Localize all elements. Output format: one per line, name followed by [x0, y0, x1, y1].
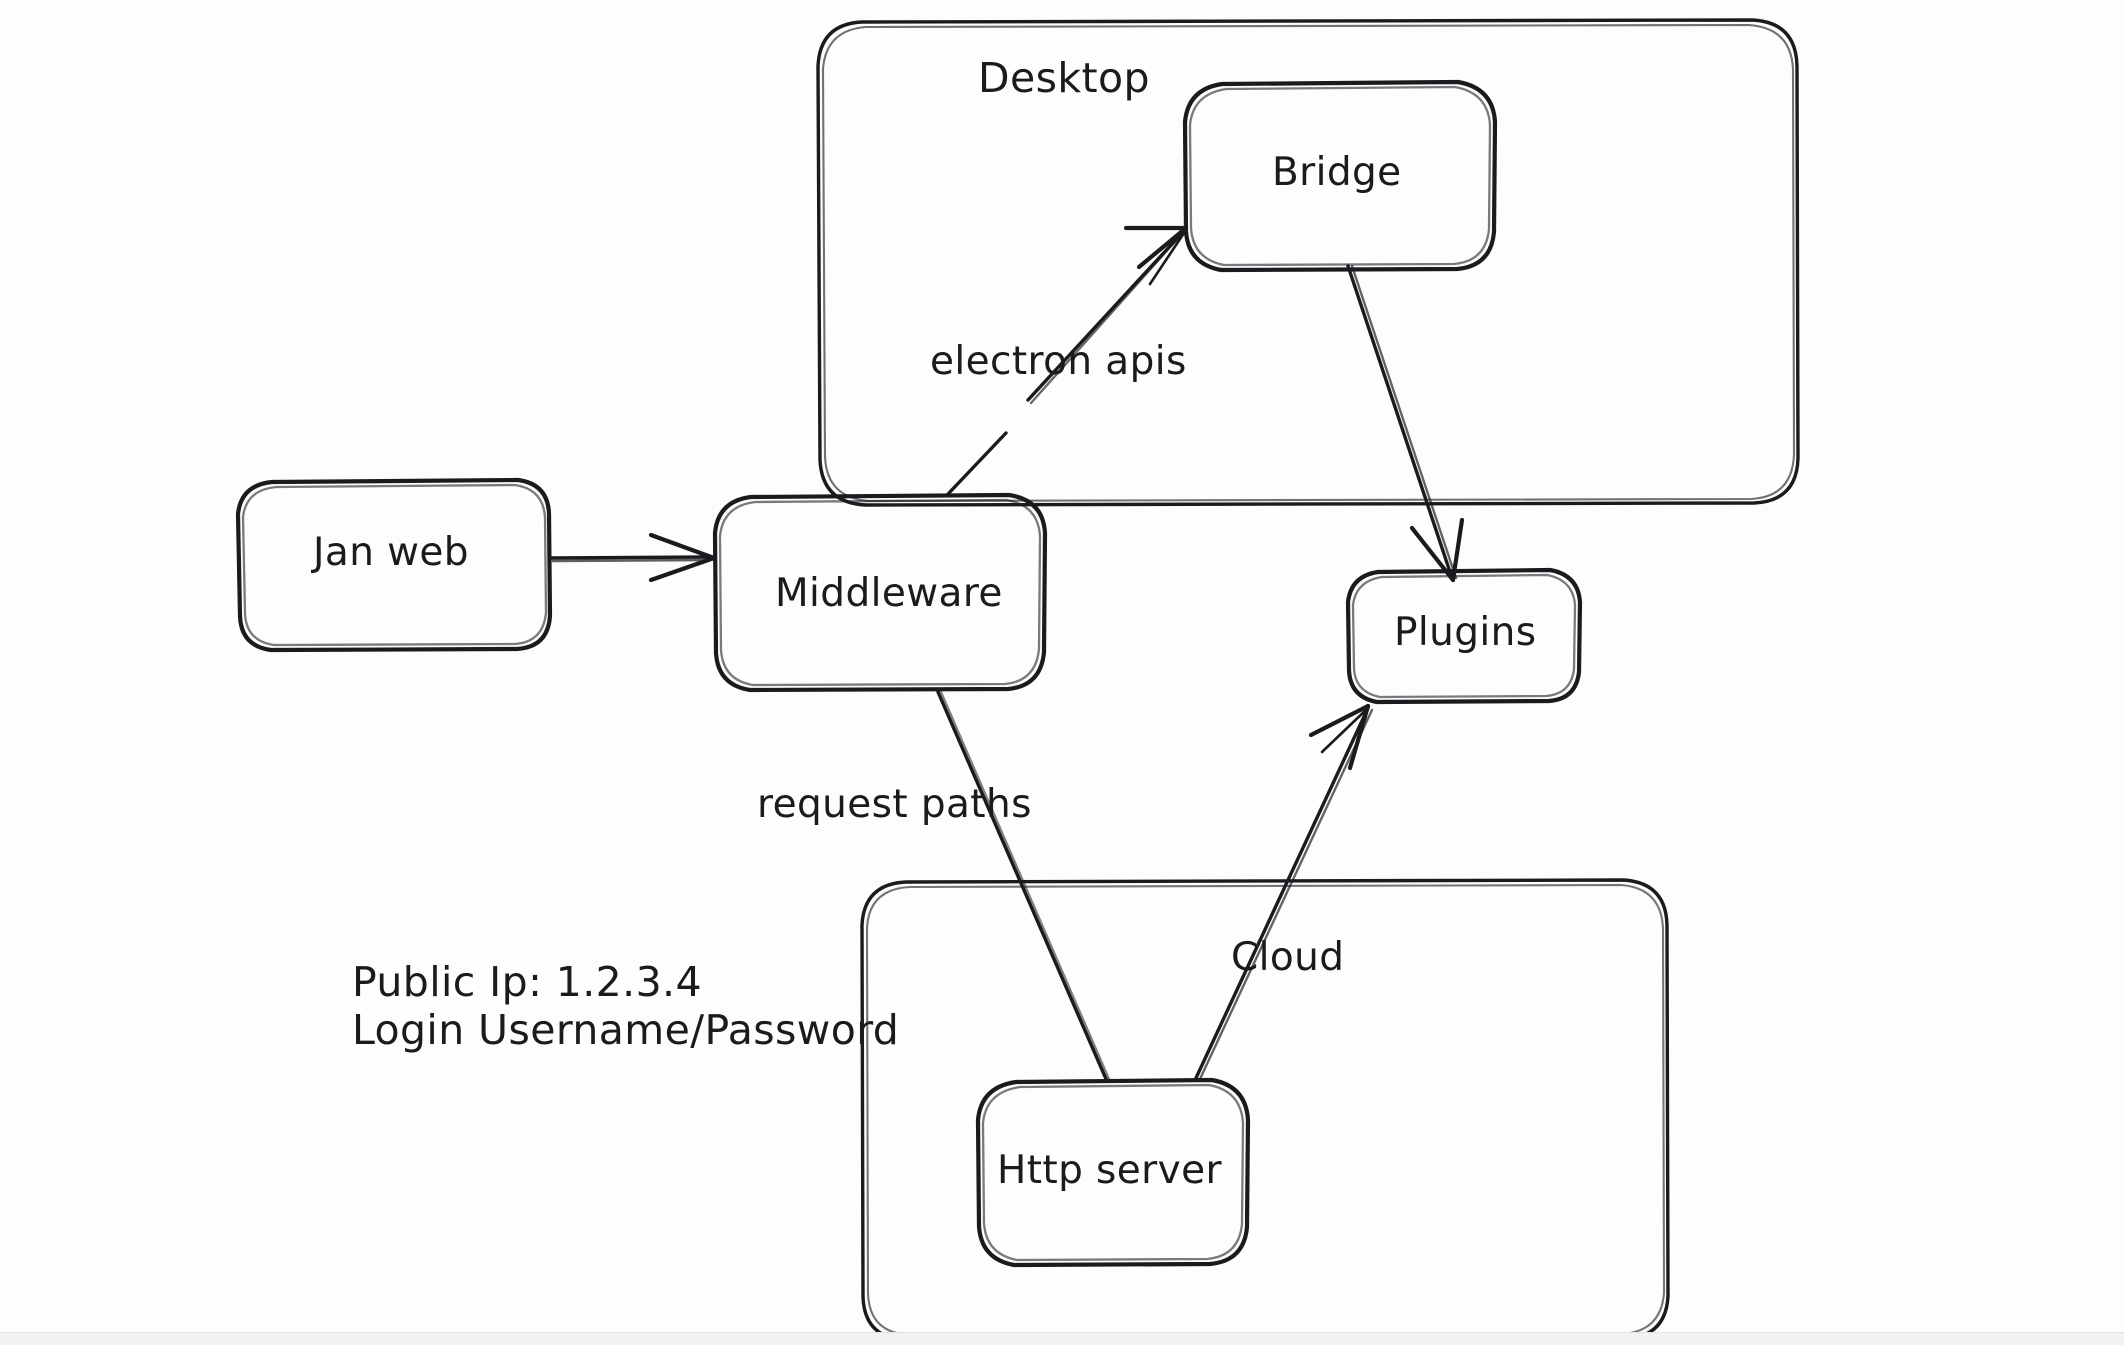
- edge-bridge-to-plugins[interactable]: [1346, 264, 1465, 583]
- node-label-bridge: Bridge: [1272, 150, 1402, 195]
- note-connection-info: Public Ip: 1.2.3.4 Login Username/Passwo…: [352, 958, 899, 1055]
- note-line-public-ip: Public Ip: 1.2.3.4: [352, 958, 702, 1006]
- node-label-middleware: Middleware: [775, 571, 1003, 616]
- container-desktop-shape[interactable]: [816, 18, 1800, 507]
- node-bridge-shape[interactable]: [1182, 79, 1498, 273]
- node-http-server-shape[interactable]: [975, 1077, 1251, 1268]
- node-jan-web-shape[interactable]: [235, 477, 553, 653]
- note-line-login: Login Username/Password: [352, 1006, 900, 1055]
- container-label-desktop: Desktop: [978, 54, 1150, 102]
- edge-label-cloud: Cloud: [1231, 935, 1345, 980]
- bottom-edge-strip: [0, 1332, 2124, 1345]
- edge-label-electron-apis: electron apis: [930, 339, 1187, 384]
- edge-middleware-to-httpserver[interactable]: [936, 690, 1111, 1081]
- edge-label-request-paths: request paths: [757, 782, 1032, 827]
- edge-httpserver-to-plugins[interactable]: [1194, 703, 1374, 1081]
- node-middleware-shape[interactable]: [712, 492, 1048, 693]
- node-plugins-shape[interactable]: [1345, 567, 1583, 705]
- node-label-plugins: Plugins: [1394, 610, 1537, 655]
- node-label-jan-web: Jan web: [313, 530, 469, 575]
- edge-janweb-to-middleware[interactable]: [549, 532, 717, 583]
- node-label-http-server: Http server: [997, 1148, 1222, 1193]
- edge-middleware-to-bridge[interactable]: [946, 225, 1189, 496]
